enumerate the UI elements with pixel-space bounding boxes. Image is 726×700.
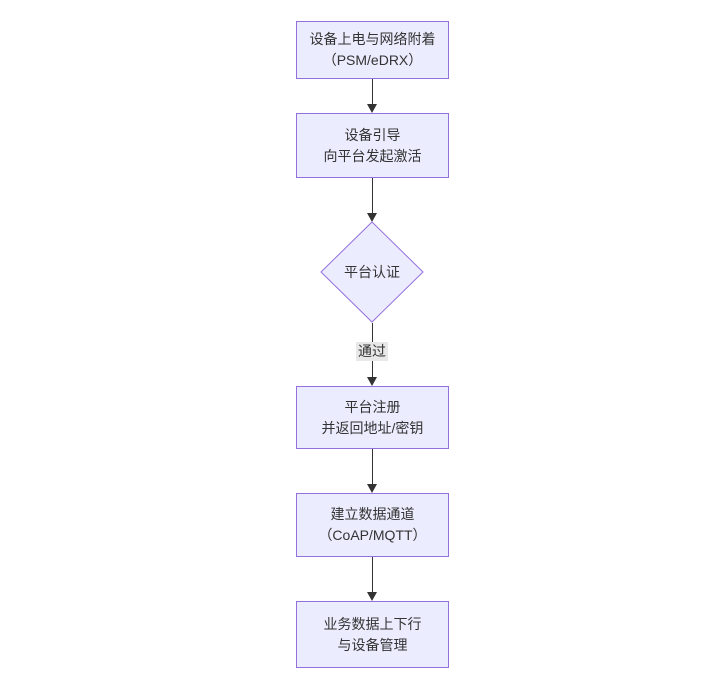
arrow-down-icon	[367, 104, 377, 113]
node-label-line: 平台认证	[344, 264, 400, 280]
node-platform-auth: 平台认证	[320, 221, 424, 323]
node-label: 设备上电与网络附着 （PSM/eDRX）	[297, 29, 448, 71]
node-label: 业务数据上下行 与设备管理	[297, 614, 448, 656]
node-device-power-attach: 设备上电与网络附着 （PSM/eDRX）	[296, 21, 449, 79]
node-label-line: 设备上电与网络附着	[309, 31, 436, 47]
arrow-down-icon	[367, 592, 377, 601]
node-label-line: 业务数据上下行	[323, 615, 422, 632]
edge-a-b	[372, 79, 373, 109]
node-label: 平台注册 并返回地址/密钥	[297, 397, 448, 439]
diamond-shape	[320, 221, 424, 323]
node-platform-register: 平台注册 并返回地址/密钥	[296, 386, 449, 449]
node-label-line: （CoAP/MQTT）	[318, 527, 427, 543]
edge-label-pass: 通过	[356, 342, 388, 361]
node-label-line: 设备引导	[344, 126, 401, 143]
arrow-down-icon	[367, 377, 377, 386]
node-label: 设备引导 向平台发起激活	[297, 125, 448, 167]
node-label-line: （PSM/eDRX）	[322, 52, 423, 68]
node-label: 建立数据通道 （CoAP/MQTT）	[297, 504, 448, 546]
node-device-bootstrap: 设备引导 向平台发起激活	[296, 113, 449, 178]
arrow-down-icon	[367, 213, 377, 222]
node-label-line: 建立数据通道	[330, 506, 415, 522]
node-label-line: 并返回地址/密钥	[321, 419, 424, 436]
edge-d-e	[372, 449, 373, 489]
node-label-line: 向平台发起激活	[323, 147, 422, 164]
arrow-down-icon	[367, 484, 377, 493]
edge-e-f	[372, 557, 373, 597]
node-label-line: 与设备管理	[337, 636, 408, 653]
edge-b-c	[372, 178, 373, 218]
node-data-channel: 建立数据通道 （CoAP/MQTT）	[296, 493, 449, 557]
node-label: 平台认证	[320, 221, 424, 323]
node-business-data: 业务数据上下行 与设备管理	[296, 601, 449, 668]
node-label-line: 平台注册	[344, 398, 401, 415]
